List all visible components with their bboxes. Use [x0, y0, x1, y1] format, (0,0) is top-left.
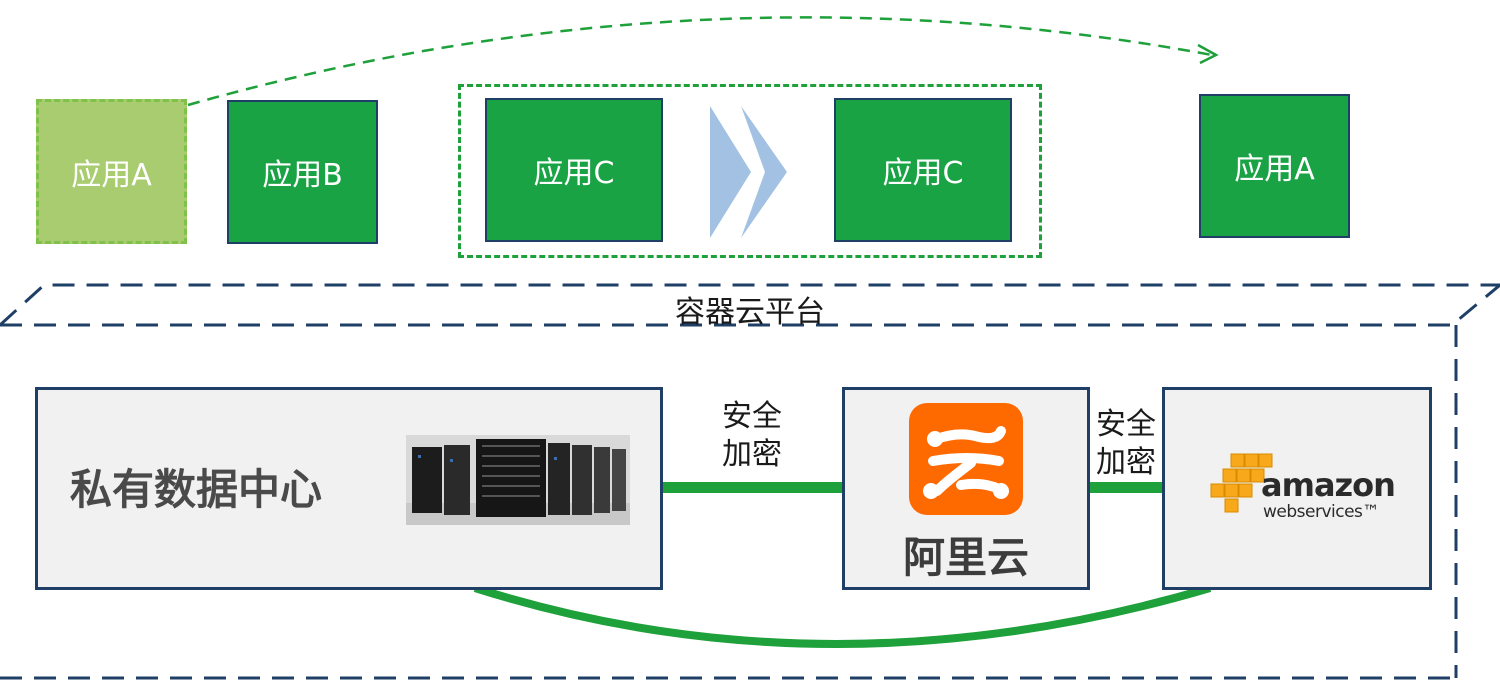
- container-platform-outline: [0, 283, 1500, 680]
- migrate-chevron-icon: [710, 106, 787, 238]
- app-c-original-label: 应用C: [533, 156, 615, 191]
- secure-encryption-label-2: 安全 加密: [1088, 406, 1164, 482]
- secure-label-2-line-1: 安全: [1096, 407, 1156, 442]
- private-datacenter-label: 私有数据中心: [70, 465, 323, 514]
- secure-link-1: [662, 482, 842, 493]
- app-a-source-label: 应用A: [71, 157, 152, 193]
- private-datacenter-panel[interactable]: 私有数据中心: [35, 387, 663, 590]
- app-a-target-label: 应用A: [1234, 152, 1315, 187]
- aliyun-panel[interactable]: 阿里云: [842, 387, 1090, 590]
- app-c-original-box[interactable]: 应用C: [485, 98, 663, 242]
- container-platform-label: 容器云平台: [675, 295, 825, 330]
- migration-arc-arrowhead: [1197, 43, 1219, 65]
- aliyun-label: 阿里云: [902, 533, 1029, 582]
- aliyun-logo-icon: [909, 403, 1023, 515]
- aws-logo-word: amazon: [1261, 466, 1396, 504]
- app-c-replica-label: 应用C: [882, 156, 964, 191]
- aws-panel[interactable]: amazon webservices™: [1162, 387, 1432, 590]
- secure-label-2-line-2: 加密: [1096, 445, 1156, 480]
- server-rack-icon: [406, 435, 630, 525]
- app-c-replica-box[interactable]: 应用C: [834, 98, 1012, 242]
- migration-arc: [187, 16, 1213, 107]
- app-a-target-box[interactable]: 应用A: [1199, 94, 1350, 238]
- aws-cubes-icon: [1210, 453, 1273, 513]
- app-b-box[interactable]: 应用B: [227, 100, 378, 244]
- secure-encryption-label-1: 安全 加密: [700, 398, 804, 474]
- app-b-label: 应用B: [262, 158, 343, 193]
- app-a-source-box[interactable]: 应用A: [36, 99, 187, 244]
- secure-label-1-line-2: 加密: [722, 437, 782, 472]
- direct-link-curve: [473, 584, 1212, 648]
- secure-link-2: [1090, 482, 1162, 493]
- aws-logo-sub: webservices™: [1263, 502, 1379, 522]
- secure-label-1-line-1: 安全: [722, 399, 782, 434]
- app-c-group: [458, 84, 1042, 258]
